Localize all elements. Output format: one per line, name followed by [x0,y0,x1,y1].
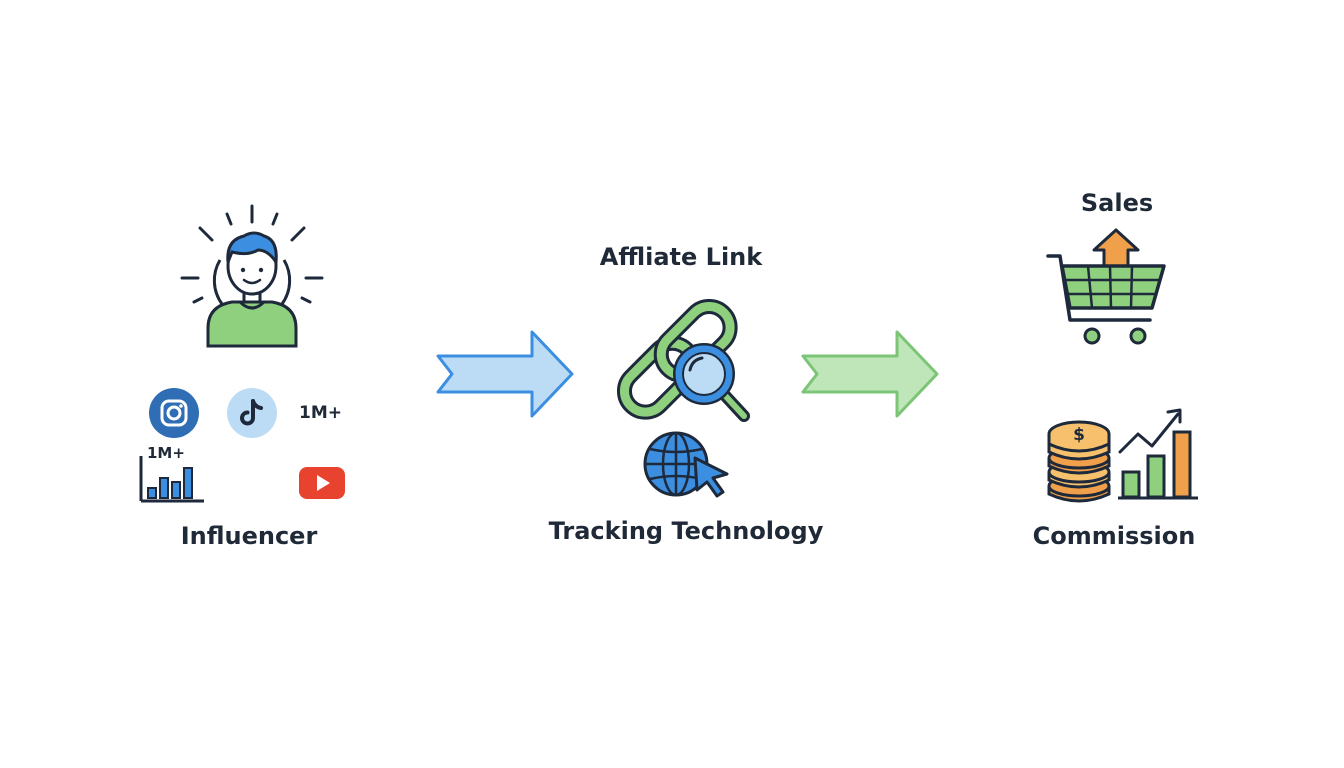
bar-chart-icon [138,452,206,504]
globe-cursor-icon [643,430,733,500]
affiliate-link-label: Affliate Link [599,243,763,271]
shopping-cart-icon [1046,228,1170,348]
svg-text:$: $ [1073,425,1085,445]
flow-arrow-1 [436,330,576,418]
influencer-label: Influencer [180,522,318,550]
person-icon [172,200,332,350]
growth-chart-icon [1116,406,1200,502]
flow-arrow-2 [801,330,941,418]
instagram-icon[interactable] [148,387,200,439]
commission-label: Commission [1032,522,1196,550]
follower-count-label-chart: 1M+ [147,444,185,462]
tracking-technology-label: Tracking Technology [548,517,824,545]
follower-count-label: 1M+ [299,403,342,423]
sales-label: Sales [1080,189,1154,217]
tiktok-icon[interactable] [226,387,278,439]
coin-stack-icon: $ [1046,416,1112,506]
chain-link-icon [616,290,758,430]
youtube-icon[interactable] [298,466,346,500]
